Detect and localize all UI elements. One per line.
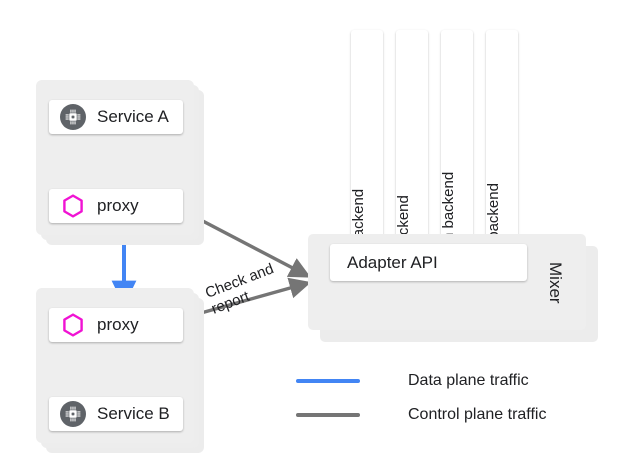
pod-b: proxy <box>36 288 204 453</box>
pod-a-proxy-card[interactable]: proxy <box>49 189 183 223</box>
service-b-label: Service B <box>97 404 170 423</box>
hexagon-icon <box>60 312 86 338</box>
service-b-card[interactable]: Service B <box>49 397 183 431</box>
legend-swatch-data-plane <box>296 379 360 383</box>
backend-telemetry[interactable]: Telemetry backend <box>485 30 518 309</box>
legend-item-data-plane: Data plane traffic <box>296 372 529 390</box>
service-a-card[interactable]: Service A <box>49 100 183 134</box>
legend: Data plane traffic Control plane traffic <box>296 372 596 434</box>
hexagon-icon <box>60 193 86 219</box>
adapter-api-label: Adapter API <box>347 252 438 272</box>
service-a-label: Service A <box>97 107 169 126</box>
pod-b-proxy-label: proxy <box>97 315 139 334</box>
chip-icon <box>60 401 86 427</box>
adapter-api-card[interactable]: Adapter API <box>330 244 527 281</box>
mixer-label: Mixer <box>546 262 565 304</box>
edge-label-check-and-report: Check and report <box>203 260 282 318</box>
backend-quota[interactable]: Quota backend <box>395 30 428 297</box>
pod-a-proxy-label: proxy <box>97 196 139 215</box>
legend-label-control-plane: Control plane traffic <box>408 406 547 423</box>
legend-item-control-plane: Control plane traffic <box>296 406 546 424</box>
chip-icon <box>60 104 86 130</box>
pod-a: Service A proxy <box>36 80 204 245</box>
pod-b-proxy-card[interactable]: proxy <box>49 308 183 342</box>
backend-authorization[interactable]: Authorization backend <box>440 30 473 320</box>
backend-logging[interactable]: Logging backend <box>350 30 383 303</box>
legend-swatch-control-plane <box>296 413 360 417</box>
legend-label-data-plane: Data plane traffic <box>408 372 529 389</box>
